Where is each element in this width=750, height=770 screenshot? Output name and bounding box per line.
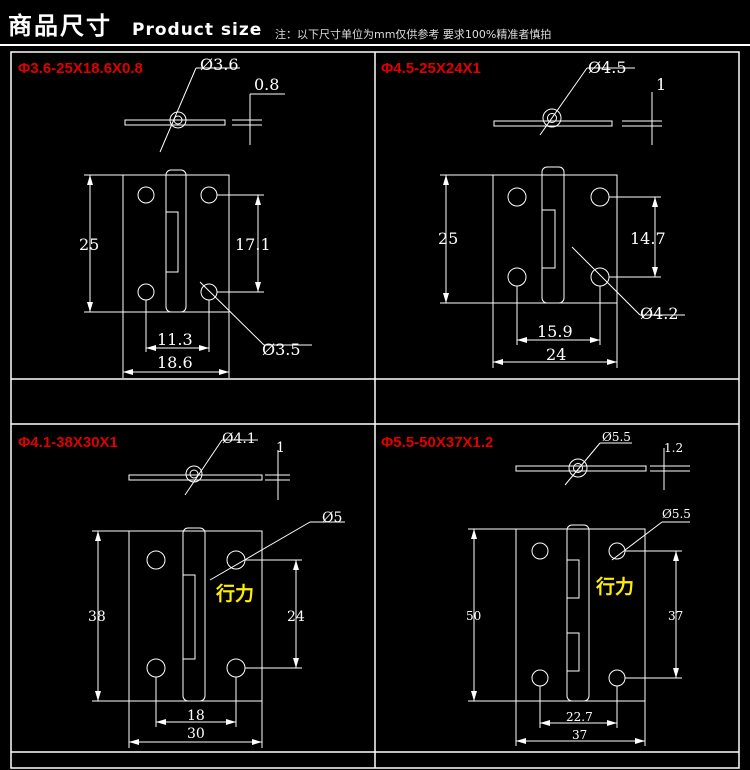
width-dim: 30 [187,726,205,742]
inner-width-dim: 11.3 [157,330,193,349]
spec-label: Φ4.5-25X24X1 [381,60,481,77]
page-header: 商品尺寸 Product size 注：以下尺寸单位为mm仅供参考 要求100%… [0,0,750,46]
hole-span-dim: 24 [287,609,305,625]
hole-span-dim: 14.7 [630,229,666,248]
grid-frame [10,51,740,769]
brand-watermark: 行力 [595,575,634,598]
unit-note: 注：以下尺寸单位为mm仅供参考 要求100%精准者慎拍 [275,28,552,41]
height-dim: 25 [438,229,458,248]
panel-4: Φ5.5-50X37X1.2 [381,430,691,746]
hole-span-dim: 37 [668,609,683,623]
panel-1: Φ3.6-25X18.6X0.8 [18,55,312,378]
hole-diameter: Ø5.5 [662,507,691,521]
hole-diameter: Ø3.5 [262,340,301,359]
width-dim: 37 [572,728,587,742]
hole-span-dim: 17.1 [235,235,271,254]
spec-label: Φ5.5-50X37X1.2 [381,434,493,451]
inner-width-dim: 18 [187,708,205,724]
hole-diameter: Ø5 [322,510,342,526]
spec-label: Φ4.1-38X30X1 [18,434,118,451]
height-dim: 38 [88,609,106,625]
title-chinese: 商品尺寸 [8,12,112,40]
inner-width-dim: 15.9 [537,322,573,341]
header-rule [0,44,750,46]
spec-label: Φ3.6-25X18.6X0.8 [18,60,143,77]
panel-2: Φ4.5-25X24X1 [381,58,685,368]
panel-3: Φ4.1-38X30X1 [18,431,345,748]
height-dim: 25 [79,235,99,254]
pin-diameter: Ø4.1 [222,431,256,447]
pin-diameter: Ø5.5 [602,430,631,444]
pin-diameter: Ø4.5 [588,58,627,77]
brand-watermark: 行力 [215,582,254,605]
width-dim: 24 [546,345,566,364]
title-english: Product size [132,20,263,40]
inner-width-dim: 22.7 [566,710,593,724]
leaf-thickness: 1.2 [664,441,683,455]
leaf-thickness: 1 [656,75,666,94]
leaf-thickness: 0.8 [254,75,279,94]
width-dim: 18.6 [157,353,193,372]
pin-diameter: Ø3.6 [200,55,239,74]
height-dim: 50 [466,609,481,623]
leaf-thickness: 1 [276,440,285,456]
hole-diameter: Ø4.2 [640,304,679,323]
